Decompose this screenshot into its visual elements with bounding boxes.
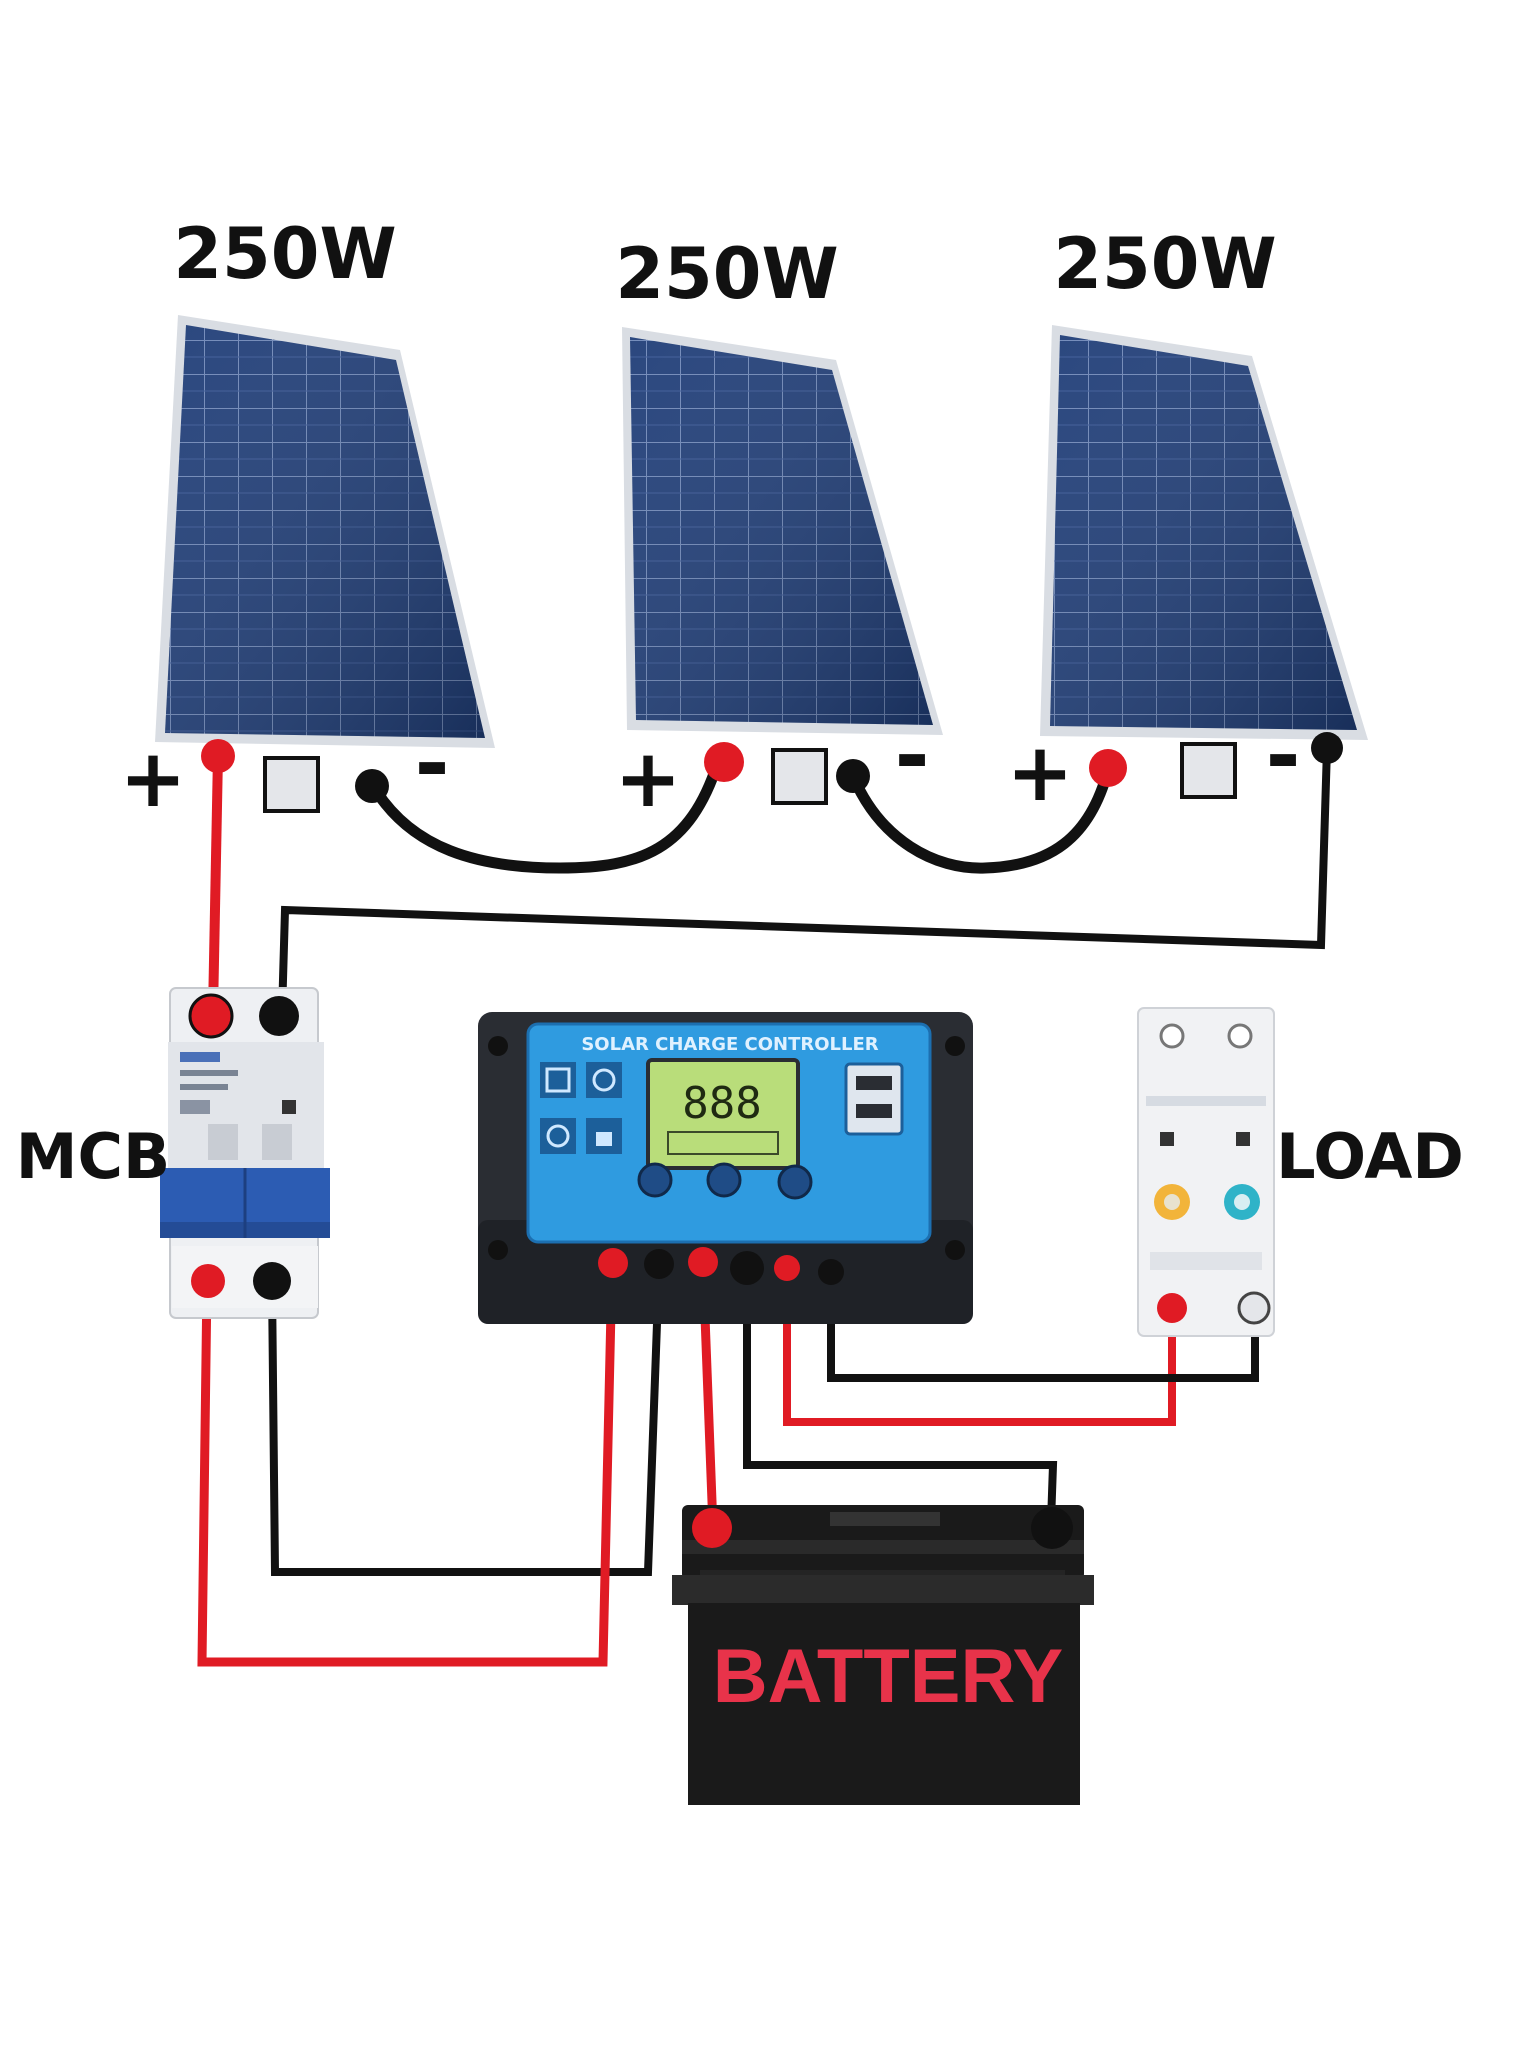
series-wire-1-to-2 — [366, 756, 724, 874]
load-negative-terminal — [1237, 1291, 1271, 1325]
mcb-to-controller-negative-wire — [268, 1267, 663, 1576]
solar-panel-3 — [1040, 325, 1368, 740]
panel-3-plus-sign: + — [1006, 726, 1073, 819]
solar-panel-2 — [622, 327, 943, 735]
mcb-label: MCB — [16, 1120, 170, 1193]
panel-1-negative-terminal — [355, 769, 389, 803]
battery-positive-terminal — [692, 1508, 732, 1548]
load-positive-terminal — [1157, 1293, 1187, 1323]
controller-pv-positive-terminal — [598, 1248, 628, 1278]
controller-to-load-negative-wire — [827, 1280, 1259, 1382]
controller-battery-positive-terminal — [688, 1247, 718, 1277]
panel-2-minus-sign: - — [895, 706, 930, 804]
panel-1-watt-label: 250W — [173, 213, 396, 295]
battery — [672, 1505, 1094, 1805]
panel-2-watt-label: 250W — [615, 233, 838, 315]
panel-2-positive-terminal — [704, 742, 744, 782]
panel-1-positive-terminal — [201, 739, 235, 773]
load-breaker — [1137, 1007, 1275, 1337]
battery-label: BATTERY — [713, 1634, 1063, 1719]
panel-3-watt-label: 250W — [1053, 223, 1276, 305]
mcb-top-negative-terminal — [259, 996, 299, 1036]
panel-1-junction-box — [263, 756, 320, 813]
controller-lcd-readout: 888 — [682, 1078, 761, 1129]
mcb-bottom-negative-terminal — [253, 1262, 291, 1300]
controller-load-negative-terminal — [818, 1259, 844, 1285]
series-wire-2-to-3 — [847, 764, 1114, 874]
controller-title: SOLAR CHARGE CONTROLLER — [581, 1034, 878, 1055]
battery-negative-terminal — [1031, 1507, 1073, 1549]
panel-3-positive-terminal — [1089, 749, 1127, 787]
array-positive-wire — [208, 754, 223, 1013]
panel-3-minus-sign: - — [1266, 706, 1301, 804]
panel-3-junction-box — [1180, 742, 1237, 799]
controller-to-load-positive-wire — [783, 1272, 1176, 1426]
controller-load-positive-terminal — [774, 1255, 800, 1281]
load-label: LOAD — [1276, 1120, 1464, 1193]
mcb-bottom-positive-terminal — [191, 1264, 225, 1298]
array-negative-wire — [278, 747, 1331, 1015]
panel-3-negative-terminal — [1311, 732, 1343, 764]
solar-charge-controller — [478, 1012, 973, 1324]
controller-to-battery-negative-wire — [743, 1274, 1058, 1523]
solar-panel-1 — [155, 315, 495, 748]
panel-1-minus-sign: - — [415, 714, 450, 812]
mcb-breaker — [160, 987, 330, 1319]
controller-battery-negative-terminal — [730, 1251, 764, 1285]
panel-2-junction-box — [771, 748, 828, 805]
panel-2-negative-terminal — [836, 759, 870, 793]
panel-2-plus-sign: + — [614, 732, 681, 825]
mcb-top-positive-terminal — [188, 993, 234, 1039]
controller-pv-negative-terminal — [644, 1249, 674, 1279]
mcb-to-controller-positive-wire — [197, 1265, 617, 1667]
panel-1-plus-sign: + — [119, 732, 186, 825]
